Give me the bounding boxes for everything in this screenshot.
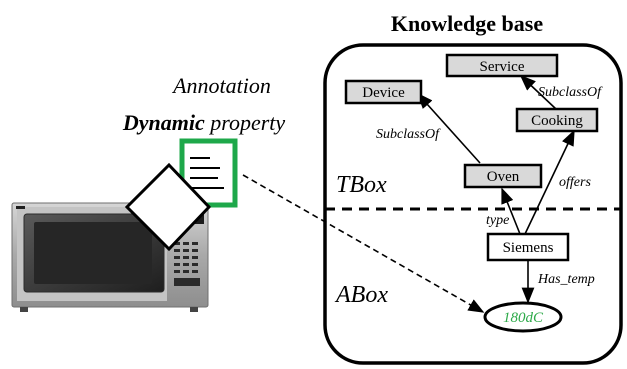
edge-cooking-service (519, 74, 557, 110)
node-device: Device (344, 79, 423, 105)
node-oven-label: Oven (487, 169, 520, 185)
diamond-shape (124, 162, 212, 252)
node-value-label: 180dC (503, 310, 544, 326)
edge-label-siemens-oven: type (486, 213, 509, 228)
node-service: Service (445, 53, 559, 78)
edge-label-cooking-service: SubclassOf (538, 85, 603, 100)
node-value: 180dC (483, 301, 563, 333)
edge-siemens-oven (501, 187, 521, 235)
tbox-label: TBox (336, 172, 387, 198)
annotation-link (242, 174, 485, 313)
node-device-label: Device (362, 85, 405, 101)
edge-label-oven-device: SubclassOf (376, 127, 441, 142)
edge-label-oven-cooking: offers (559, 175, 591, 190)
knowledge-base-frame (323, 43, 623, 365)
abox-label: ABox (334, 282, 388, 308)
annotation-subheading: Dynamic property (122, 110, 286, 135)
edge-oven-device (416, 92, 481, 164)
edge-oven-cooking (524, 129, 575, 235)
annotation-dynamic-word: Dynamic (122, 110, 205, 135)
node-siemens-label: Siemens (503, 240, 554, 256)
knowledge-base-title: Knowledge base (391, 11, 543, 36)
node-oven: Oven (463, 163, 543, 189)
node-cooking: Cooking (515, 107, 599, 133)
node-cooking-label: Cooking (531, 113, 583, 129)
node-service-label: Service (480, 59, 525, 75)
annotation-heading: Annotation (171, 73, 271, 98)
annotation-property-word: property (205, 110, 286, 135)
edge-label-siemens-value: Has_temp (537, 272, 595, 287)
node-siemens: Siemens (486, 232, 570, 262)
